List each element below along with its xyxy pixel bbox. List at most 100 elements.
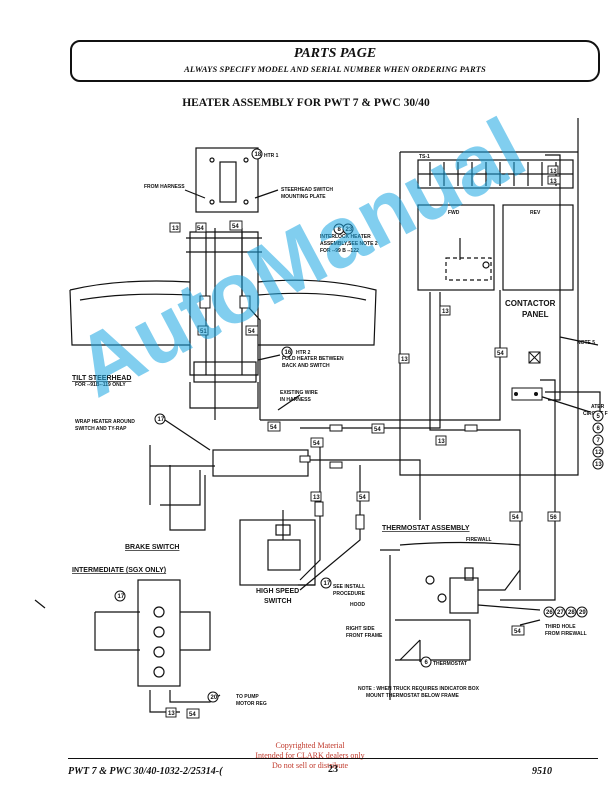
wire-51: 51	[200, 329, 207, 335]
interlock-heater-label: INTERLOCK HEATER	[320, 234, 371, 240]
for-range-label: FOR --99 B --122	[320, 248, 359, 254]
fwd-contactor	[417, 204, 495, 291]
wire-54b: 54	[248, 329, 255, 335]
wire-13c: 13	[442, 309, 449, 315]
heater-circuit-label: ATER	[591, 404, 605, 410]
assembly-note-label: ASSEMBLY,SEE NOTE 2	[320, 241, 378, 247]
callout-13: 13	[595, 462, 602, 468]
to-pump-label: TO PUMP	[236, 694, 259, 700]
wire-56: 56	[550, 515, 557, 521]
switch-label: SWITCH	[264, 598, 292, 605]
callout-17c: 17	[118, 594, 125, 600]
wire-54i: 54	[359, 495, 366, 501]
htr2-heater	[193, 361, 257, 383]
callout-17: 17	[158, 417, 165, 423]
callout-29: 29	[579, 610, 586, 616]
wire-54k: 54	[197, 226, 204, 232]
ts1-label: TS-1	[419, 154, 430, 160]
wire-13b: 13	[401, 357, 408, 363]
wire-13g: 13	[550, 179, 557, 185]
back-switch-label: BACK AND SWITCH	[282, 363, 330, 369]
callout-26: 26	[546, 610, 553, 616]
motor-reg-label: MOTOR REG	[236, 701, 267, 707]
wire-13: 13	[172, 226, 179, 232]
callout-17b: 17	[324, 581, 331, 587]
wire-54c: 54	[497, 351, 504, 357]
footer-page-number: 23	[328, 764, 338, 775]
callout-12: 12	[595, 450, 602, 456]
procedure-label: PROCEDURE	[333, 591, 366, 597]
footer-doc-id: PWT 7 & PWC 30/40-1032-2/25314-(	[68, 766, 223, 777]
right-side-label: RIGHT SIDE	[346, 626, 375, 632]
see-install-label: SEE INSTALL	[333, 584, 365, 590]
panel-label: PANEL	[522, 310, 549, 319]
footer-rule	[68, 758, 598, 759]
fold-heater-label: FOLD HEATER BETWEEN	[282, 356, 344, 362]
wire-54g: 54	[512, 515, 519, 521]
header-box: PARTS PAGE ALWAYS SPECIFY MODEL AND SERI…	[70, 40, 600, 82]
third-hole-label: THIRD HOLE	[545, 624, 576, 630]
steerhead-switch-label: STEERHEAD SWITCH	[281, 187, 333, 193]
copyright-line3: Do not sell or distribute	[272, 761, 348, 770]
note-line2: MOUNT THERMOSTAT BELOW FRAME	[366, 693, 460, 699]
high-speed-label: HIGH SPEED	[256, 588, 299, 595]
callout-20: 20	[211, 695, 218, 701]
wire-13d: 13	[438, 439, 445, 445]
steerhead-switch-plate	[195, 147, 259, 213]
thermostat-assembly-label: THERMOSTAT ASSEMBLY	[382, 525, 470, 532]
existing-wire-label: EXISTING WIRE	[280, 390, 318, 396]
from-firewall-label: FROM FIREWALL	[545, 631, 587, 637]
brake-switch-label: BRAKE SWITCH	[125, 544, 179, 551]
htr1-label: HTR 1	[264, 153, 279, 159]
brake-switch-heater	[212, 449, 309, 477]
callout-6: 6	[597, 426, 601, 432]
mounting-plate-label: MOUNTING PLATE	[281, 194, 326, 200]
wire-54: 54	[232, 224, 239, 230]
thermostat-unit	[449, 577, 479, 614]
wire-54f: 54	[270, 425, 277, 431]
wire-13e: 13	[313, 495, 320, 501]
page-heading: HEATER ASSEMBLY FOR PWT 7 & PWC 30/40	[182, 97, 430, 109]
intermediate-module	[137, 579, 181, 687]
wire-54e: 54	[374, 427, 381, 433]
htr2-label: HTR 2	[296, 350, 311, 356]
note-line1: NOTE : WHEN TRUCK REQUIRES INDICATOR BOX	[358, 686, 480, 692]
thermostat-label: THERMOSTAT	[433, 661, 467, 667]
copyright-notice: Copyrighted Material Intended for CLARK …	[220, 741, 400, 771]
tilt-range-label: FOR --91B--119 ONLY	[75, 382, 126, 388]
hood-label: HOOD	[350, 602, 365, 608]
steering-column	[189, 231, 259, 376]
in-harness-label: IN HARNESS	[280, 397, 312, 403]
rev-contactor	[502, 204, 574, 291]
callout-27: 27	[557, 610, 564, 616]
callout-5: 5	[597, 414, 601, 420]
from-harness-label: FROM HARNESS	[144, 184, 185, 190]
callout-23: 23	[346, 227, 353, 233]
fwd-label: FWD	[448, 210, 460, 216]
front-frame-label: FRONT FRAME	[346, 633, 383, 639]
wire-54d: 54	[313, 441, 320, 447]
copyright-line1: Copyrighted Material	[275, 741, 345, 750]
footer-revision: 9510	[532, 766, 552, 777]
callout-18: 18	[255, 152, 262, 158]
intermediate-label: INTERMEDIATE (SGX ONLY)	[72, 567, 166, 574]
callout-6b: 6	[425, 660, 429, 666]
copyright-line2: Intended for CLARK dealers only	[255, 751, 365, 760]
tilt-steerhead-label: TILT STEERHEAD	[72, 375, 131, 382]
ordering-instruction: ALWAYS SPECIFY MODEL AND SERIAL NUMBER W…	[184, 64, 486, 74]
callout-7: 7	[597, 438, 601, 444]
note5-label: NOTE 5	[577, 340, 595, 346]
callout-16: 16	[285, 350, 292, 356]
wire-54h: 54	[514, 629, 521, 635]
high-speed-switch-bracket	[239, 519, 316, 586]
parts-page-title: PARTS PAGE	[293, 46, 377, 61]
note5-symbol	[528, 351, 541, 364]
wire-13h: 13	[168, 711, 175, 717]
firewall-label: FIREWALL	[466, 537, 492, 543]
wrap-heater-label: WRAP HEATER AROUND	[75, 419, 135, 425]
contactor-label: CONTACTOR	[505, 299, 556, 308]
contactor-panel-outline	[399, 118, 579, 476]
rev-label: REV	[530, 210, 541, 216]
wire-13f: 13	[550, 169, 557, 175]
